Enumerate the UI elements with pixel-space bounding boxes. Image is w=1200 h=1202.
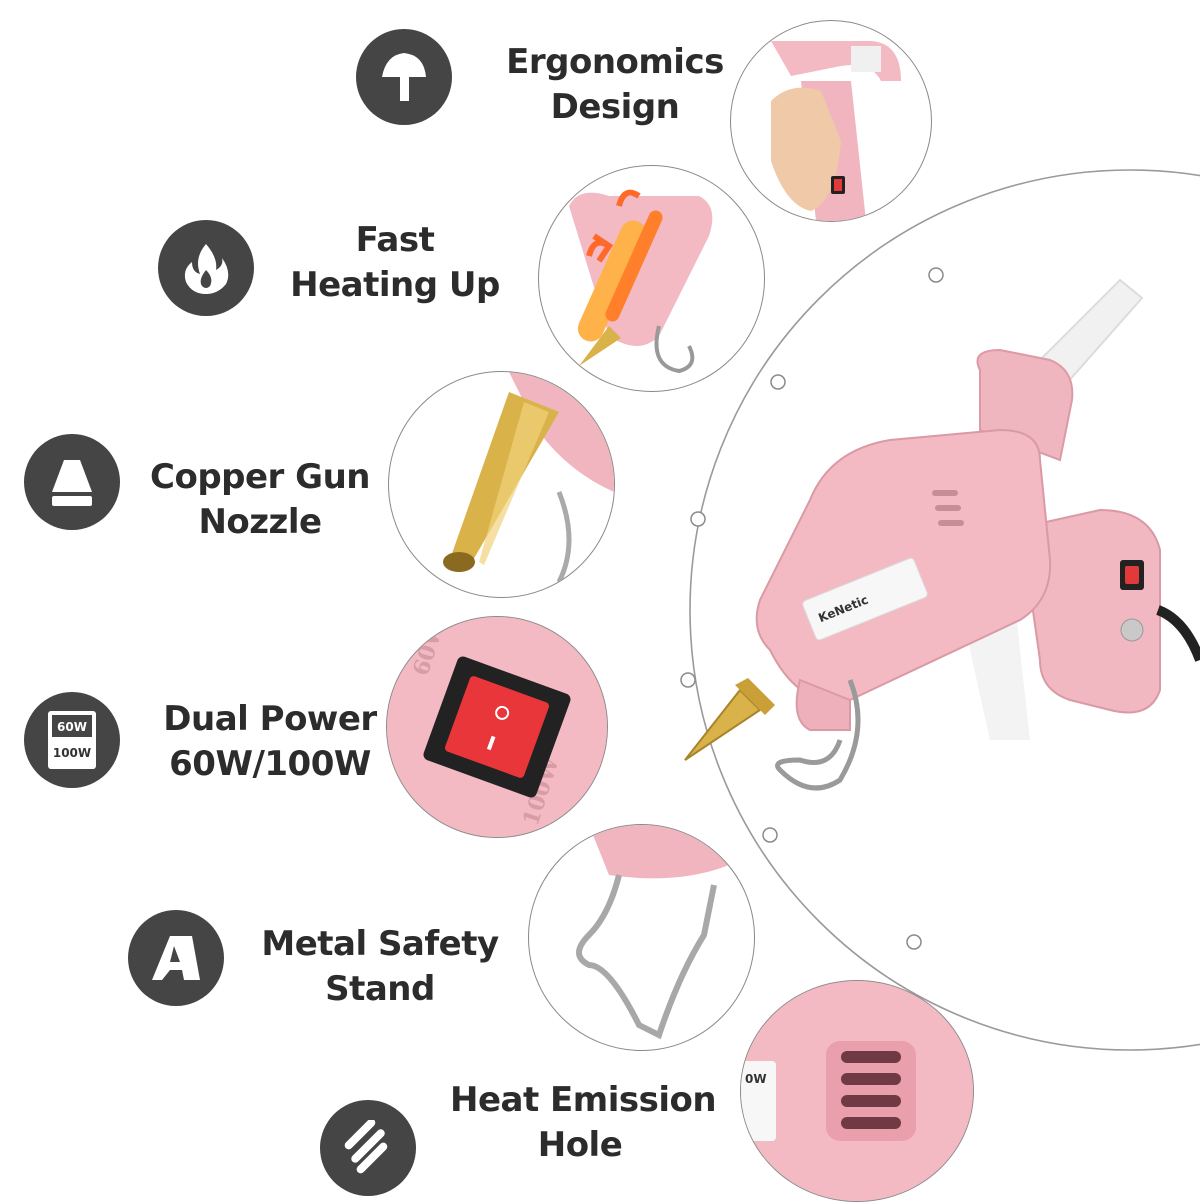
vent-badge-text: 0W [745,1072,767,1086]
vent-icon [320,1100,416,1196]
copper-nozzle-photo [388,371,615,598]
feature-label-copper-nozzle: Copper Gun Nozzle [150,457,370,542]
stand-icon [128,910,224,1006]
heat-vent-photo: 0W [740,980,974,1202]
orbit-dot [680,672,696,688]
glue-gun-illustration: KeNetic [684,278,1200,791]
metal-stand-photo [528,824,755,1051]
orbit-dot [928,267,944,283]
ergonomics-photo [730,20,932,222]
icon-badge-top: 60W [57,720,87,734]
orbit-dot [770,374,786,390]
flame-icon [158,220,254,316]
orbit-dot [906,934,922,950]
orbit-dot [762,827,778,843]
feature-label-ergonomics: Ergonomics Design [506,42,724,127]
power-switch-icon: 60W 100W [24,692,120,788]
feature-label-heat-emission: Heat Emission Hole [450,1080,717,1165]
feature-label-fast-heating: Fast Heating Up [290,220,500,305]
feature-label-dual-power: Dual Power 60W/100W [163,699,377,784]
nozzle-icon [24,434,120,530]
lamp-icon [356,29,452,125]
icon-badge-bottom: 100W [53,746,91,760]
heating-photo [538,165,765,392]
orbit-dot [690,511,706,527]
power-switch-photo: 60W 100W [386,616,608,838]
feature-label-metal-stand: Metal Safety Stand [261,924,499,1009]
